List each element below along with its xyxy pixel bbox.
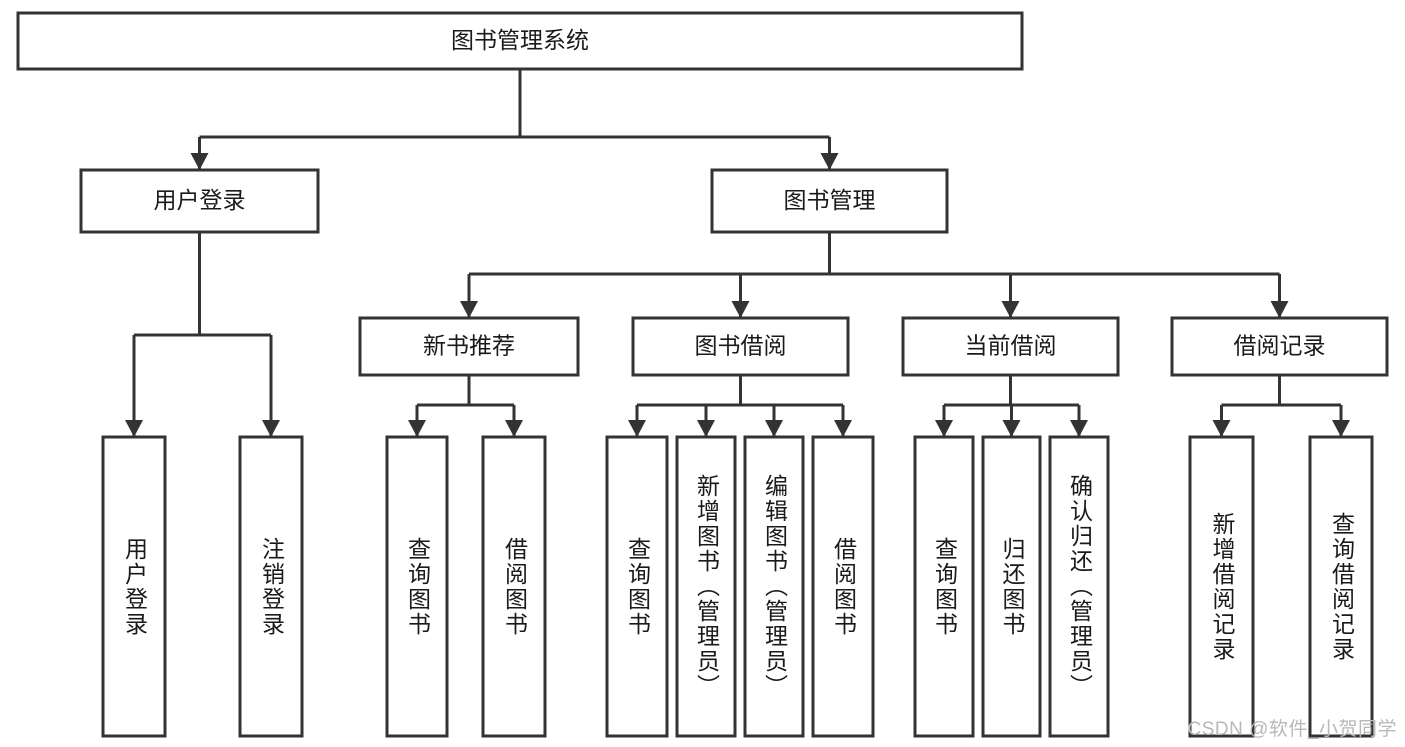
arrow-head-icon xyxy=(1001,301,1020,318)
node-box-current-borrow[interactable] xyxy=(901,316,1120,377)
arrow-head-icon xyxy=(731,301,750,318)
node-box-book-manage[interactable] xyxy=(710,168,949,234)
arrow-head-icon xyxy=(460,301,478,318)
node-box-borrow-record[interactable] xyxy=(1170,316,1389,377)
arrow-head-icon xyxy=(820,153,839,170)
arrow-head-icon xyxy=(1332,420,1350,437)
node-box-user-logout[interactable] xyxy=(238,435,304,738)
arrow-head-icon xyxy=(1002,420,1021,437)
node-boxes xyxy=(16,11,1389,738)
arrow-head-icon xyxy=(1070,420,1088,437)
arrow-head-icon xyxy=(1212,420,1231,437)
node-box-book-borrow[interactable] xyxy=(631,316,850,377)
node-box-query-borrow-record[interactable] xyxy=(1308,435,1374,738)
node-box-borrow-book-2[interactable] xyxy=(811,435,875,738)
node-box-user-login[interactable] xyxy=(79,168,320,234)
arrow-head-icon xyxy=(765,420,783,437)
node-box-query-book-2[interactable] xyxy=(605,435,669,738)
arrow-head-icon xyxy=(1270,301,1289,318)
node-label-user-login: 用户登录 xyxy=(154,187,246,213)
arrow-head-icon xyxy=(505,420,523,437)
node-box-add-book-admin[interactable] xyxy=(675,435,737,738)
arrow-head-icon xyxy=(834,420,852,437)
node-label-current-borrow: 当前借阅 xyxy=(965,333,1057,359)
node-box-new-book-recommend[interactable] xyxy=(358,316,580,377)
node-box-query-book-3[interactable] xyxy=(913,435,975,738)
node-box-return-book[interactable] xyxy=(981,435,1042,738)
node-box-edit-book-admin[interactable] xyxy=(743,435,805,738)
arrow-head-icon xyxy=(125,420,143,437)
arrow-head-icon xyxy=(262,420,280,437)
node-box-query-book-1[interactable] xyxy=(385,435,449,738)
node-box-confirm-return-admin[interactable] xyxy=(1048,435,1110,738)
connector-edges xyxy=(125,69,1350,437)
node-label-book-manage: 图书管理 xyxy=(784,187,876,213)
node-label-borrow-record: 借阅记录 xyxy=(1234,333,1326,359)
node-box-add-borrow-record[interactable] xyxy=(1188,435,1255,738)
arrow-head-icon xyxy=(628,420,646,437)
arrow-head-icon xyxy=(190,153,209,170)
arrow-head-icon xyxy=(935,420,953,437)
arrow-head-icon xyxy=(408,420,426,437)
node-label-root: 图书管理系统 xyxy=(451,27,589,53)
arrow-head-icon xyxy=(697,420,715,437)
node-box-root[interactable] xyxy=(16,11,1024,71)
node-label-book-borrow: 图书借阅 xyxy=(695,333,787,359)
csdn-watermark: CSDN @软件_小贺同学 xyxy=(1187,719,1397,740)
node-box-user-login-do[interactable] xyxy=(101,435,167,738)
node-box-borrow-book-1[interactable] xyxy=(481,435,547,738)
node-label-new-book-recommend: 新书推荐 xyxy=(423,333,515,359)
